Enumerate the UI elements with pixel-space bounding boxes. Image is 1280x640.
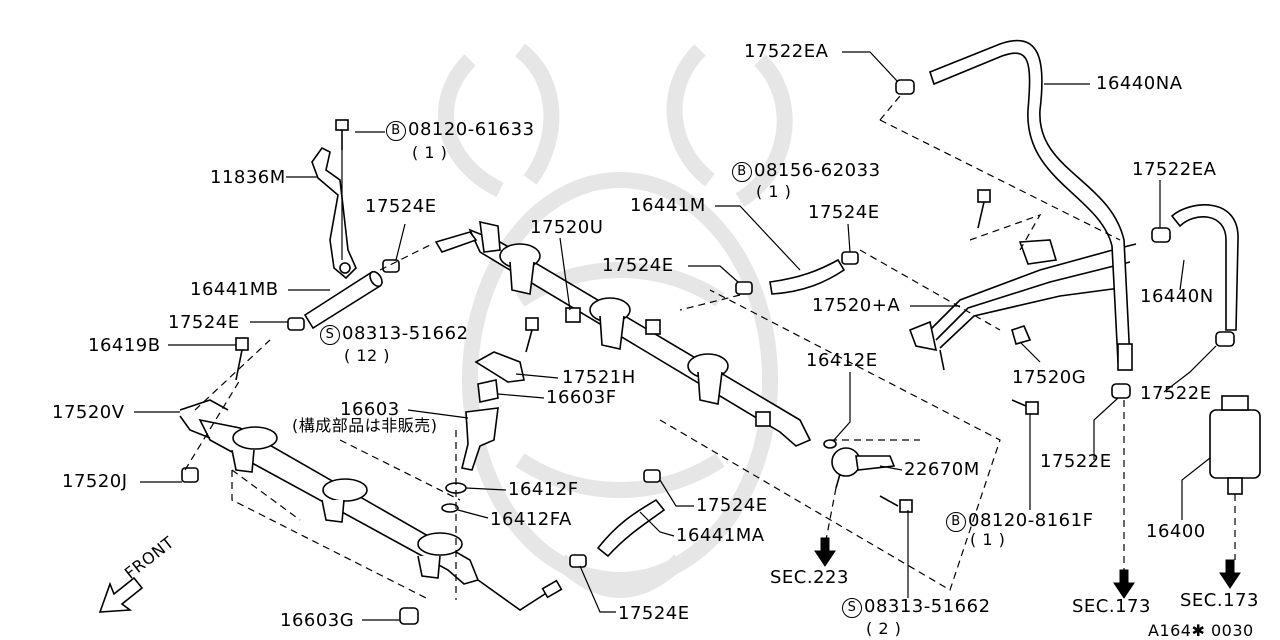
label-17520u: 17520U bbox=[530, 217, 604, 238]
hose-16440na bbox=[929, 39, 1133, 371]
screw-symbol: S bbox=[320, 325, 340, 345]
label-17520a: 17520+A bbox=[812, 295, 901, 316]
clamp-17522e-a bbox=[1215, 331, 1235, 347]
seal-16603g bbox=[399, 607, 419, 625]
label-16441m: 16441M bbox=[630, 195, 706, 216]
label-17524e-b: 17524E bbox=[808, 202, 880, 223]
part-number: 08120-8161F bbox=[968, 510, 1094, 531]
label-17520g: 17520G bbox=[1012, 367, 1087, 388]
screw-08313-51662-a bbox=[525, 317, 539, 353]
label-08120-8161f-qty: ( 1 ) bbox=[970, 530, 1006, 549]
hose-16441m bbox=[769, 258, 846, 295]
label-17524e-d: 17524E bbox=[602, 255, 674, 276]
part-17520g bbox=[1011, 325, 1032, 345]
label-17524e-c: 17524E bbox=[168, 312, 240, 333]
label-17522e-a: 17522E bbox=[1140, 383, 1212, 404]
fuel-filter-16400 bbox=[1209, 395, 1261, 495]
label-17524e-e: 17524E bbox=[696, 495, 768, 516]
label-17524e-a: 17524E bbox=[365, 196, 437, 217]
clamp-17524e-b bbox=[841, 251, 859, 265]
label-17522e-b: 17522E bbox=[1040, 451, 1112, 472]
clamp-17522ea-right bbox=[1151, 227, 1171, 243]
watermark-emblem bbox=[438, 43, 793, 598]
hose-16440n bbox=[1170, 204, 1239, 331]
label-sec173-b: SEC.173 bbox=[1180, 590, 1259, 611]
label-16440n: 16440N bbox=[1140, 286, 1214, 307]
label-16412e: 16412E bbox=[806, 350, 878, 371]
part-number: 08313-51662 bbox=[864, 596, 991, 617]
part-number: 08156-62033 bbox=[754, 160, 881, 181]
bolt-symbol: B bbox=[386, 121, 406, 141]
injector-16603 bbox=[461, 407, 499, 471]
bolt-08120-8161f bbox=[1011, 399, 1039, 415]
screw-08313-51662-b bbox=[879, 495, 913, 513]
part-number: 08120-61633 bbox=[408, 119, 535, 140]
label-11836m: 11836M bbox=[210, 167, 286, 188]
label-16412fa: 16412FA bbox=[490, 509, 572, 530]
label-16603g: 16603G bbox=[280, 610, 355, 631]
label-sec173-a: SEC.173 bbox=[1072, 596, 1151, 617]
part-number: 08313-51662 bbox=[342, 323, 469, 344]
label-sec223: SEC.223 bbox=[770, 567, 849, 588]
dashed-guides bbox=[184, 95, 1236, 601]
regulator-22670m bbox=[831, 447, 896, 489]
label-16441mb: 16441MB bbox=[190, 279, 279, 300]
label-22670m: 22670M bbox=[904, 459, 980, 480]
label-08156-62033-qty: ( 1 ) bbox=[756, 182, 792, 201]
label-16419b: 16419B bbox=[88, 335, 161, 356]
label-08120-61633-qty: ( 1 ) bbox=[412, 143, 448, 162]
screw-symbol: S bbox=[842, 598, 862, 618]
bolt-symbol: B bbox=[732, 162, 752, 182]
clamp-17522ea-top bbox=[895, 79, 915, 95]
part-17520j bbox=[181, 467, 199, 483]
leader-lines bbox=[134, 51, 1217, 621]
label-16441ma: 16441MA bbox=[676, 525, 765, 546]
label-16412f: 16412F bbox=[508, 479, 579, 500]
bolt-16419b bbox=[235, 337, 249, 381]
diagram-code: A164✱ 0030 bbox=[1148, 621, 1254, 640]
bracket-17521h bbox=[474, 351, 525, 383]
label-17524e-f: 17524E bbox=[618, 603, 690, 624]
label-17522ea-right: 17522EA bbox=[1132, 159, 1217, 180]
arrow-sec223 bbox=[814, 537, 836, 567]
hose-16441ma bbox=[596, 498, 666, 558]
label-16603f: 16603F bbox=[546, 387, 617, 408]
fuel-tube-17520a bbox=[908, 239, 1137, 371]
label-16400: 16400 bbox=[1146, 521, 1206, 542]
label-16603-note: (構成部品は非販売) bbox=[292, 416, 438, 435]
oring-16412e bbox=[823, 439, 837, 449]
label-08313-51662-a-qty: ( 12 ) bbox=[344, 346, 391, 365]
bracket-11836m bbox=[311, 119, 357, 280]
label-17521h: 17521H bbox=[562, 367, 636, 388]
clamp-17524e-c bbox=[287, 317, 305, 331]
seal-16603f bbox=[477, 379, 499, 403]
label-17520v: 17520V bbox=[52, 402, 125, 423]
oring-16412fa bbox=[441, 503, 459, 513]
arrow-sec173-b bbox=[1219, 559, 1241, 589]
clamp-17524e-f bbox=[569, 554, 587, 568]
tube-17520v bbox=[179, 399, 229, 439]
label-16603: 16603 bbox=[340, 399, 400, 420]
front-arrow bbox=[98, 576, 144, 613]
arrow-sec173-a bbox=[1113, 569, 1135, 599]
hose-16441mb bbox=[303, 270, 383, 330]
label-17522ea-top: 17522EA bbox=[744, 41, 829, 62]
bolt-symbol: B bbox=[946, 512, 966, 532]
clamp-17524e-d bbox=[735, 281, 753, 295]
clamp-17522e-b bbox=[1111, 383, 1131, 399]
label-17520j: 17520J bbox=[62, 471, 128, 492]
fuel-rail-17520u bbox=[434, 220, 812, 447]
label-16440na: 16440NA bbox=[1096, 73, 1183, 94]
clamp-17524e-e bbox=[643, 469, 661, 483]
bolt-08156-62033 bbox=[977, 189, 991, 229]
fuel-rail-lower bbox=[198, 418, 563, 611]
label-08313-51662-b-qty: ( 2 ) bbox=[866, 619, 902, 638]
